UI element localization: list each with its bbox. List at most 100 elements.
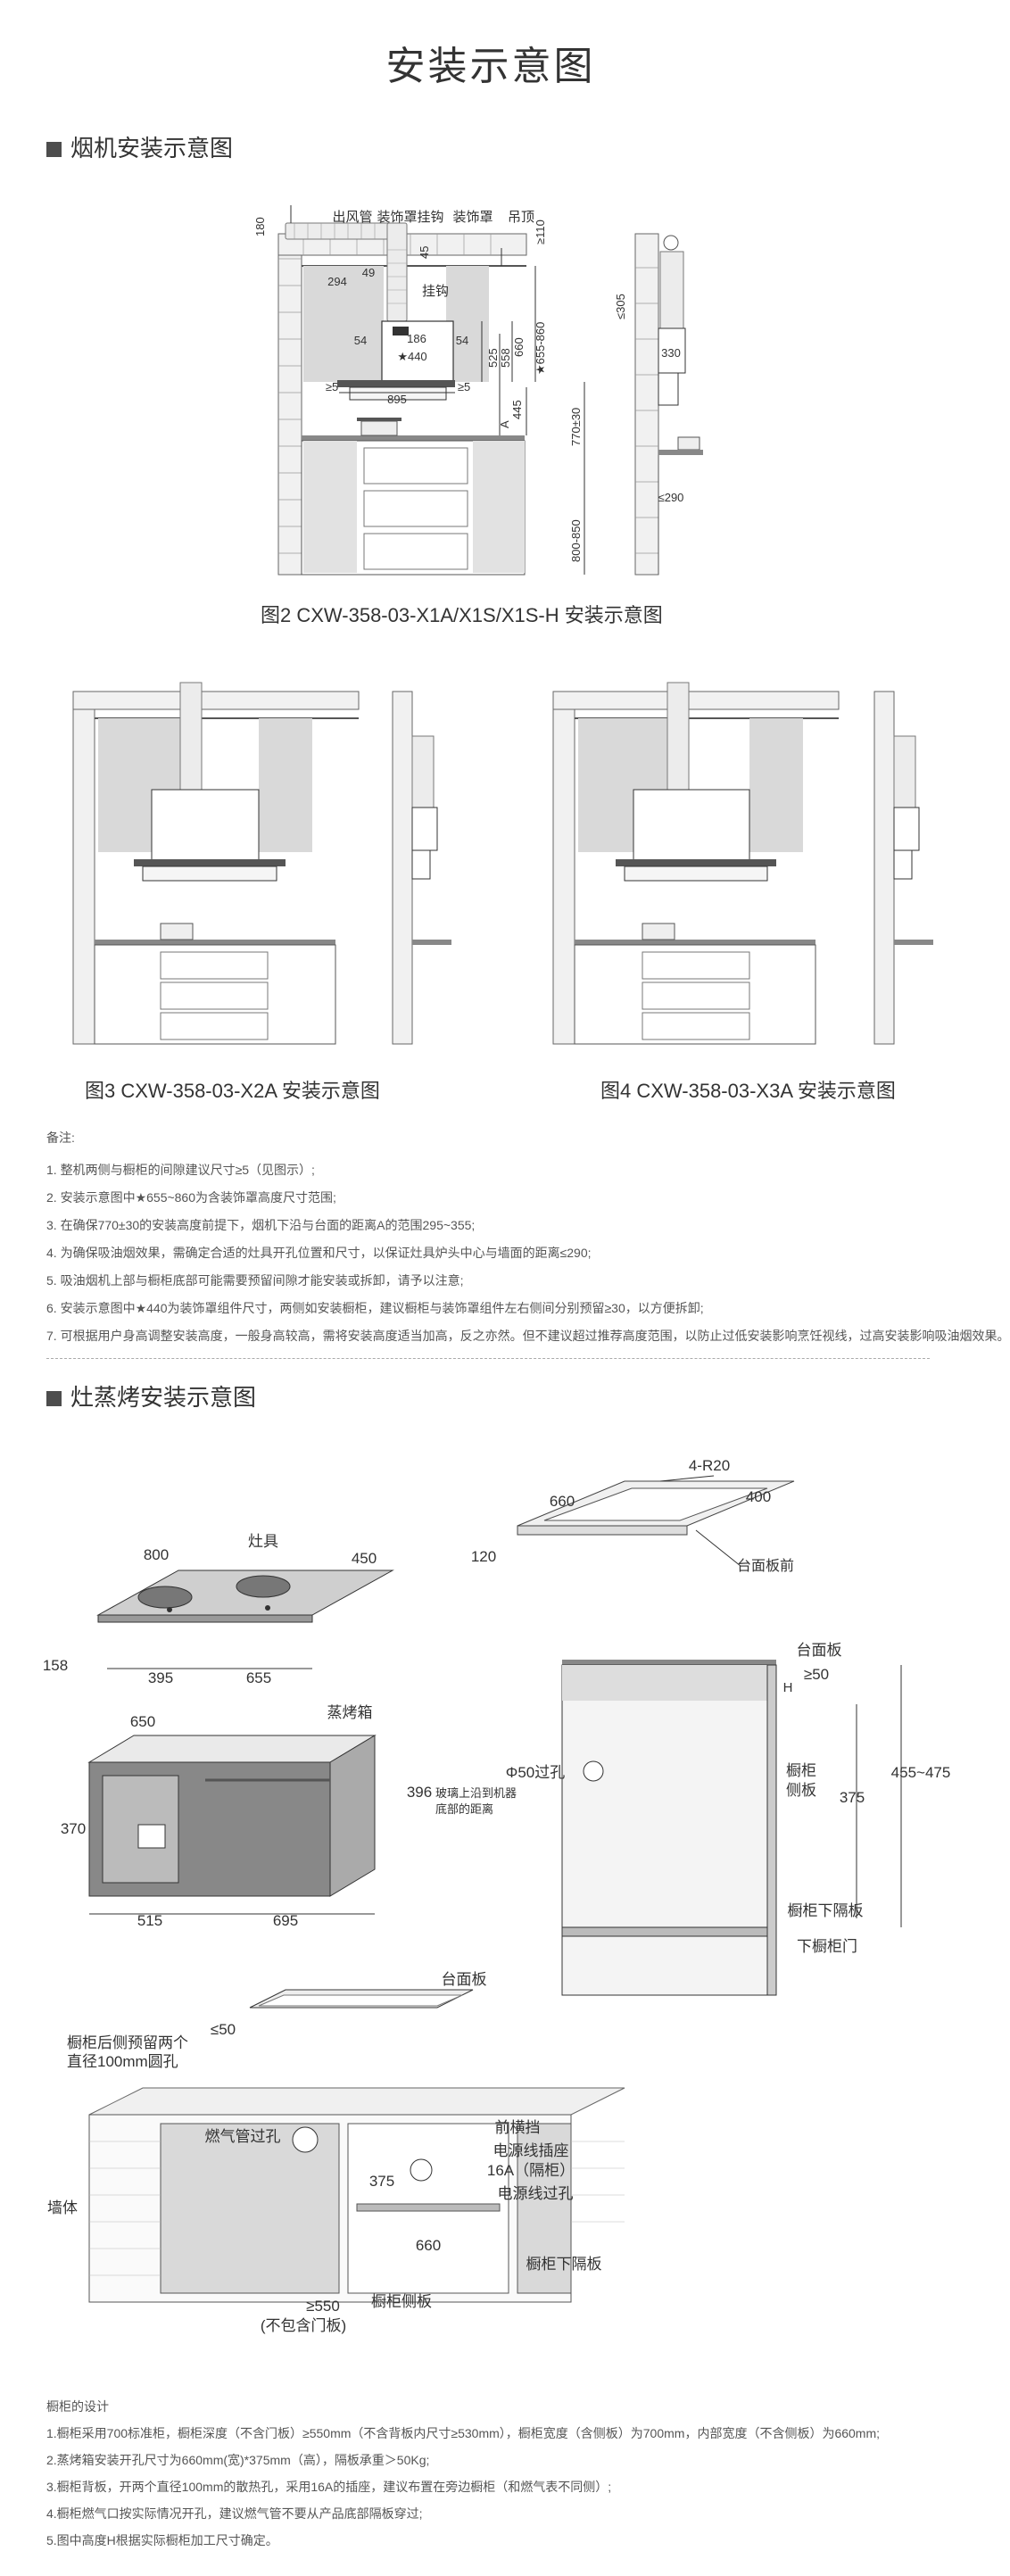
design-note-5: 5.图中高度H根据实际橱柜加工尺寸确定。: [46, 2533, 278, 2547]
stove-dim-158: 158: [43, 1657, 68, 1674]
notes-title: 备注:: [46, 1131, 75, 1145]
section-title-hood-text: 烟机安装示意图: [70, 135, 234, 162]
side-dim-455-475: 455~475: [891, 1764, 951, 1781]
label-cover-hook: 装饰罩挂钩: [377, 210, 443, 225]
fig3-caption: 图3 CXW-358-03-X2A 安装示意图: [85, 1080, 380, 1102]
dim-330: 330: [661, 346, 681, 360]
cab-rear-holes-2: 直径100mm圆孔: [67, 2053, 178, 2070]
side-panel-line2: 侧板: [786, 1782, 816, 1799]
cutout-dim-400: 400: [746, 1488, 771, 1505]
hood-diagram-fig3: [72, 682, 451, 1045]
dim-54-left: 54: [354, 334, 367, 347]
dim-895: 895: [387, 393, 407, 406]
cab-gas-hole: 燃气管过孔: [205, 2128, 281, 2145]
dim-305: ≤305: [614, 294, 627, 319]
oven-dim-370: 370: [61, 1820, 86, 1837]
note-7: 7. 可根据用户身高调整安装高度，一般身高较高，需将安装高度适当加高，反之亦然。…: [46, 1329, 1010, 1343]
side-panel-line1: 橱柜: [786, 1762, 816, 1779]
cab-countertop: 台面板: [442, 1971, 487, 1988]
stove-oven-diagram: 660 4-R20 400 120 台面板前 灶具 800 450 158 39…: [43, 1457, 951, 2334]
cab-dim-550: ≥550: [306, 2298, 340, 2315]
label-duct: 出风管: [332, 210, 372, 225]
oven-dim-695: 695: [273, 1912, 298, 1929]
hood-side-view: [634, 233, 703, 576]
gas-hob: [96, 1570, 394, 1623]
steam-oven: [87, 1735, 377, 1897]
cab-power-hole: 电源线过孔: [498, 2185, 574, 2202]
stove-dim-655: 655: [246, 1669, 271, 1686]
side-dim-50: ≥50: [804, 1666, 829, 1683]
cutout-dim-660: 660: [550, 1493, 575, 1510]
oven-note-line1: 玻璃上沿到机器: [435, 1786, 517, 1800]
oven-note-line2: 底部的距离: [435, 1802, 493, 1816]
cab-socket-2: 16A（隔柜）: [487, 2162, 575, 2179]
dim-180: 180: [253, 217, 267, 236]
fig4-caption: 图4 CXW-358-03-X3A 安装示意图: [600, 1080, 896, 1102]
side-dim-H: H: [783, 1680, 793, 1695]
note-4: 4. 为确保吸油烟效果，需确定合适的灶具开孔位置和尺寸，以保证灶具炉头中心与墙面…: [46, 1246, 592, 1260]
stove-label: 灶具: [248, 1533, 278, 1550]
dim-A: A: [498, 420, 511, 428]
hood-diagram-fig2: 出风管 装饰罩挂钩 装饰罩 吊顶 挂钩 180 ≥110 45 294 49 ★…: [253, 205, 703, 576]
section-bullet-icon: [46, 142, 62, 157]
cutout-dim-120: 120: [471, 1548, 496, 1565]
section-divider: [46, 1358, 930, 1359]
cab-wall: 墙体: [47, 2199, 78, 2216]
side-lower-shelf: 橱柜下隔板: [788, 1902, 864, 1919]
dim-290: ≤290: [658, 491, 684, 504]
cabinet-section-view: [561, 1660, 777, 1996]
cab-side-panel: 橱柜侧板: [371, 2293, 432, 2310]
dim-655-860: ★655-860: [534, 322, 547, 375]
dim-525: 525: [486, 348, 500, 368]
cabinet-install: [88, 1989, 625, 2303]
cutout-dim-r20: 4-R20: [689, 1457, 730, 1474]
design-note-4: 4.橱柜燃气口按实际情况开孔，建议燃气管不要从产品底部隔板穿过;: [46, 2506, 423, 2521]
dim-49: 49: [362, 266, 375, 279]
design-note-3: 3.橱柜背板，开两个直径100mm的散热孔，采用16A的插座，建议布置在旁边橱柜…: [46, 2480, 612, 2494]
design-notes-title: 橱柜的设计: [46, 2399, 109, 2414]
cab-front-rail: 前横挡: [495, 2119, 541, 2136]
dim-660: 660: [512, 337, 526, 357]
section-title-stove-text: 灶蒸烤安装示意图: [70, 1384, 257, 1411]
side-countertop: 台面板: [797, 1642, 842, 1659]
dim-558: 558: [499, 348, 512, 368]
label-hook: 挂钩: [422, 284, 449, 299]
dim-54-right: 54: [456, 334, 468, 347]
cab-lower-shelf: 橱柜下隔板: [526, 2256, 602, 2273]
dim-110: ≥110: [534, 219, 547, 244]
upper-cabinet-left: [303, 266, 384, 382]
label-cover: 装饰罩: [452, 210, 493, 225]
dim-294: 294: [327, 275, 347, 288]
note-1: 1. 整机两侧与橱柜的间隙建议尺寸≥5（见图示）;: [46, 1163, 315, 1177]
stove-dim-395: 395: [148, 1669, 173, 1686]
lower-cabinet: [301, 418, 526, 576]
section-bullet-icon: [46, 1391, 62, 1406]
side-lower-door: 下橱柜门: [797, 1938, 857, 1955]
hood-diagram-fig4: [552, 682, 933, 1045]
dim-770: 770±30: [569, 408, 583, 446]
cab-rear-holes-1: 橱柜后侧预留两个: [67, 2034, 188, 2051]
dim-5-right: ≥5: [458, 380, 470, 393]
cutout-label-front: 台面板前: [737, 1558, 794, 1574]
label-ceiling: 吊顶: [508, 210, 534, 225]
duct-pipe: [285, 222, 408, 322]
cab-dim-660: 660: [416, 2237, 441, 2254]
stove-dim-450: 450: [352, 1550, 377, 1567]
stove-dim-800: 800: [144, 1546, 169, 1563]
side-hole: Φ50过孔: [506, 1764, 565, 1781]
design-note-2: 2.蒸烤箱安装开孔尺寸为660mm(宽)*375mm（高），隔板承重＞50Kg;: [46, 2453, 430, 2467]
fig2-caption: 图2 CXW-358-03-X1A/X1S/X1S-H 安装示意图: [261, 604, 663, 626]
cab-socket-1: 电源线插座: [493, 2142, 569, 2159]
cab-excl: (不包含门板): [261, 2317, 346, 2334]
range-hood: [337, 320, 455, 401]
dim-186: 186: [407, 332, 426, 345]
dim-45: 45: [418, 246, 431, 259]
oven-dim-515: 515: [137, 1912, 162, 1929]
dim-440: ★440: [397, 350, 426, 363]
dim-800-850: 800-850: [569, 519, 583, 562]
note-2: 2. 安装示意图中★655~860为含装饰罩高度尺寸范围;: [46, 1190, 336, 1205]
oven-dim-650: 650: [130, 1713, 155, 1730]
side-dim-375: 375: [840, 1789, 865, 1806]
page-title: 安装示意图: [385, 45, 596, 88]
cab-dim-375: 375: [369, 2173, 394, 2190]
